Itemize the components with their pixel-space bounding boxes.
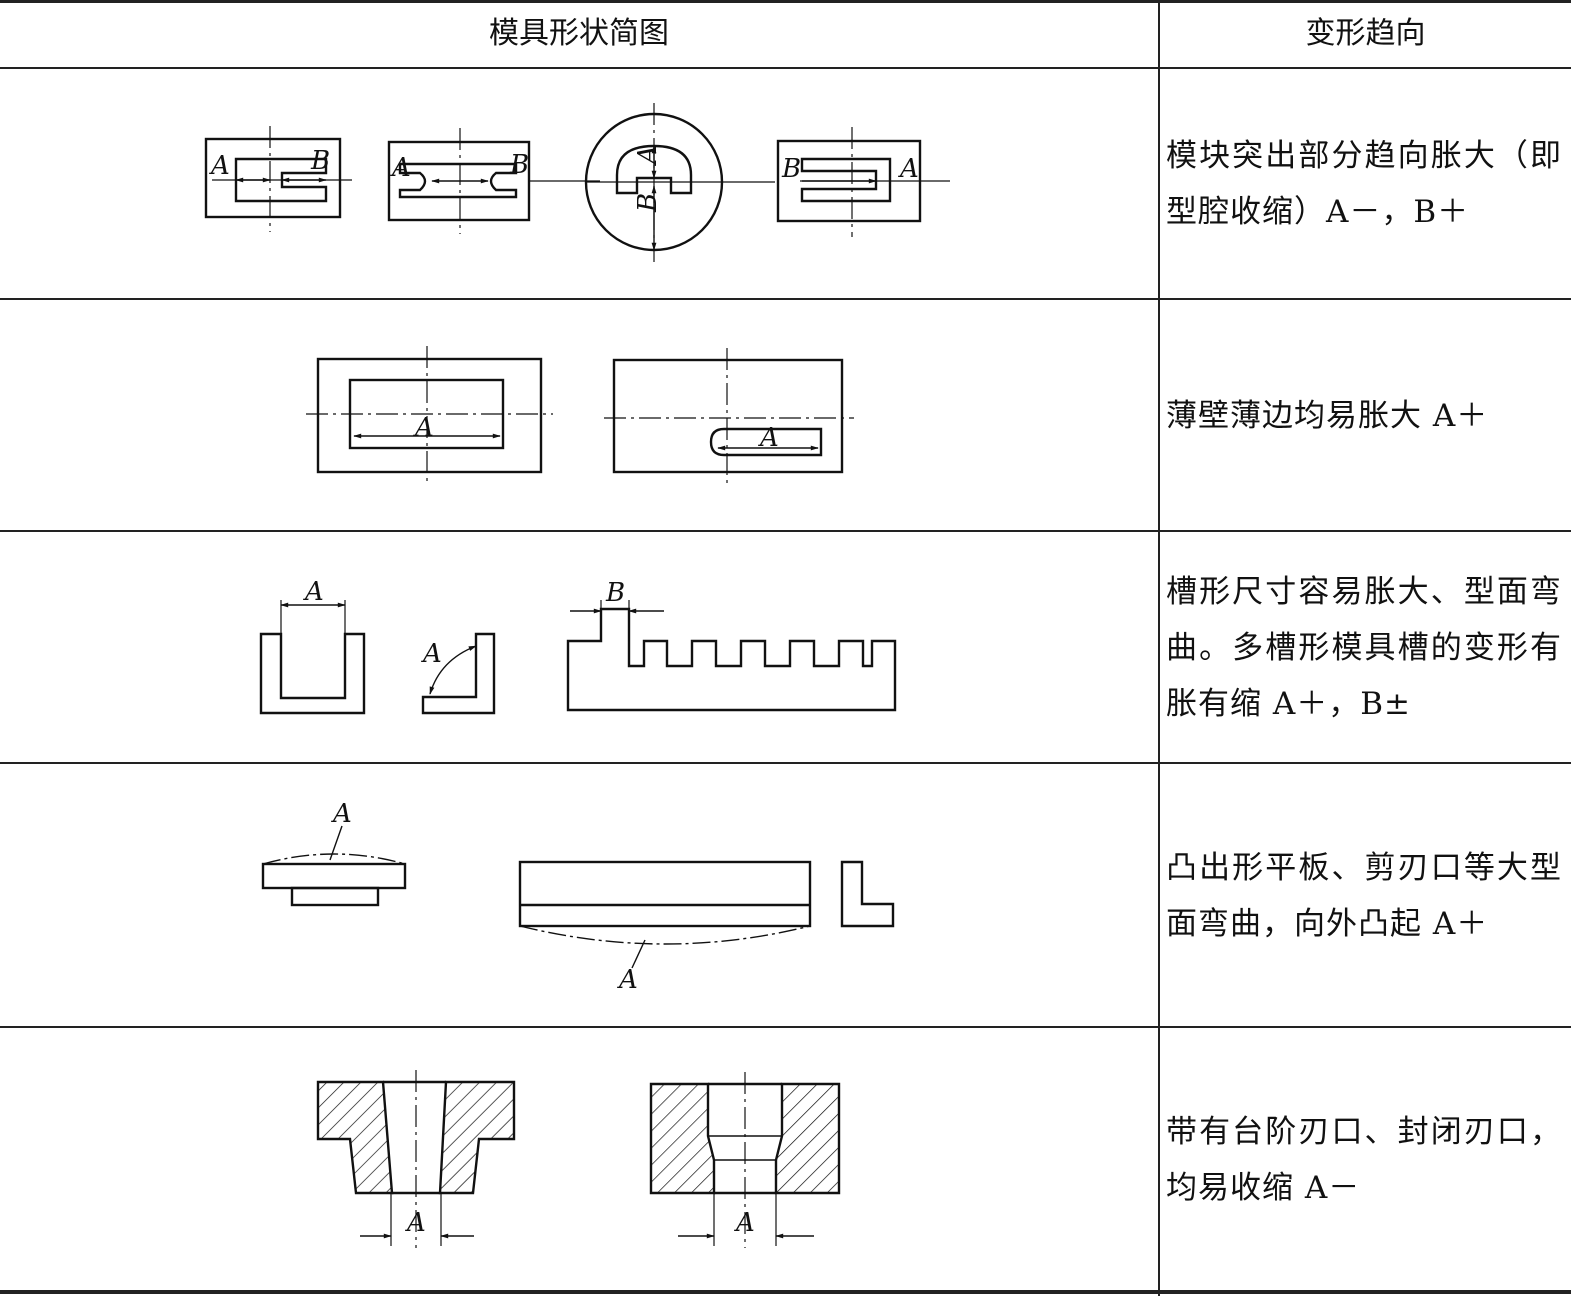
row5-figure <box>316 1070 841 1248</box>
label-a-row4-2: A <box>617 965 638 995</box>
row4-small-plate-base <box>290 886 380 907</box>
header-figure: 模具形状简图 <box>489 16 669 51</box>
row3-multi-slot-block <box>566 607 897 712</box>
row-divider-2 <box>0 530 1571 532</box>
figure-drawings: A B A B A B B A A A A A B A A A A <box>204 103 950 1248</box>
row2-frame <box>316 357 543 474</box>
row1-block1 <box>204 137 342 219</box>
label-a-row2-2: A <box>758 423 779 453</box>
dimension-labels: A B A B A B B A A A A A B A A A A <box>209 145 919 1238</box>
row3-l-angle <box>421 632 496 715</box>
row1-block2-slot <box>398 162 518 199</box>
table-top-border <box>0 0 1571 3</box>
row-divider-4 <box>0 1026 1571 1028</box>
label-b-row1-3: B <box>633 193 663 213</box>
label-a-row1-1: A <box>209 151 230 181</box>
row4-figure <box>261 825 895 969</box>
label-b-row1-1: B <box>310 146 330 176</box>
row4-blade-section <box>840 860 895 928</box>
label-a-row5-1: A <box>405 1208 426 1238</box>
column-divider <box>1158 0 1160 1296</box>
row3-figure <box>259 600 897 715</box>
label-b-row1-2: B <box>509 150 529 180</box>
label-a-row1-4: A <box>898 154 919 184</box>
label-a-row3-2: A <box>421 639 442 669</box>
trend-row-3: 槽形尺寸容易胀大、型面弯曲。多槽形模具槽的变形有胀有缩 A＋，B± <box>1166 574 1562 722</box>
label-b-row1-4: B <box>781 154 801 184</box>
trend-row-5: 带有台阶刃口、封闭刃口，均易收缩 A－ <box>1166 1114 1562 1206</box>
row1-figure <box>204 103 950 262</box>
row2-figure <box>306 346 854 485</box>
row5-die2-left-section <box>649 1082 716 1195</box>
row2-plate-slot <box>709 427 823 457</box>
table-bottom-border <box>0 1290 1571 1294</box>
row4-long-blade <box>518 860 812 928</box>
label-a-row2-1: A <box>413 413 434 443</box>
row5-die1-left-section <box>316 1080 394 1195</box>
trend-row-1: 模块突出部分趋向胀大（即型腔收缩）A－，B＋ <box>1166 138 1562 230</box>
trend-row-2: 薄壁薄边均易胀大 A＋ <box>1166 398 1489 434</box>
row-divider-3 <box>0 762 1571 764</box>
label-a-row3-1: A <box>303 577 324 607</box>
row5-die1-right-section <box>438 1080 516 1195</box>
label-a-row5-2: A <box>734 1208 755 1238</box>
label-a-row1-3: A <box>633 145 663 166</box>
label-a-row1-2: A <box>390 153 411 183</box>
row3-u-channel <box>259 632 366 715</box>
trend-row-4: 凸出形平板、剪刃口等大型面弯曲，向外凸起 A＋ <box>1166 850 1562 942</box>
row2-plate <box>612 358 844 474</box>
row1-round-slot <box>615 144 693 195</box>
row1-block4-slot <box>800 157 892 203</box>
header-divider <box>0 67 1571 69</box>
row5-die2-right-section <box>774 1082 841 1195</box>
row-divider-1 <box>0 298 1571 300</box>
header-trend: 变形趋向 <box>1305 16 1426 51</box>
label-b-row3-3: B <box>605 578 625 608</box>
label-a-row4-1: A <box>331 799 352 829</box>
row4-small-plate <box>261 862 407 890</box>
row1-block1-slot <box>234 157 328 203</box>
